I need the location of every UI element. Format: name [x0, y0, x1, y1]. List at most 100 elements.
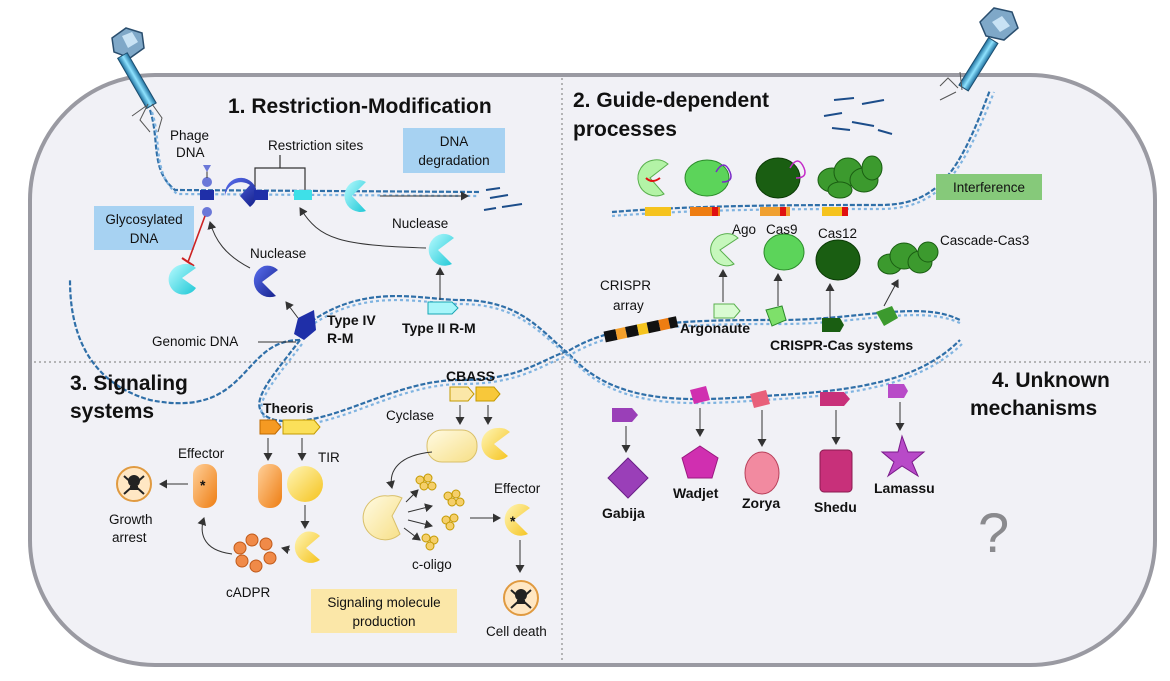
- lamassu-gene: [888, 384, 908, 398]
- dna-degradation-box: [403, 128, 505, 173]
- dna-fragments-icon: [483, 187, 523, 211]
- wadjet-label: Wadjet: [673, 485, 719, 501]
- tir-active-icon: [294, 531, 320, 563]
- smp-line2: production: [352, 614, 415, 629]
- zorya-label: Zorya: [742, 495, 780, 511]
- crispr-array-label-line2: array: [613, 298, 644, 313]
- restriction-site-b: [294, 190, 312, 200]
- cyclase-activation-arrow: [386, 451, 433, 489]
- interference-box: [936, 174, 1042, 200]
- type-iv-gene: [294, 310, 316, 340]
- cbass-effector-active: [504, 503, 530, 536]
- cell-death-label: Cell death: [486, 624, 547, 639]
- question-mark-icon: ?: [978, 501, 1009, 564]
- argonaute-label: Argonaute: [680, 320, 750, 336]
- zorya-gene: [750, 390, 770, 408]
- signaling-molecule-box: [311, 589, 457, 633]
- nuclease-label-b: Nuclease: [392, 216, 448, 231]
- cascade-expression-arrow: [883, 279, 899, 307]
- phage-right-icon: [939, 7, 1019, 101]
- tir-protein: [287, 466, 323, 502]
- type-ii-enzyme-blocked: [168, 263, 196, 295]
- type-ii-label: Type II R-M: [402, 320, 476, 336]
- ago-bound-icon: [637, 159, 669, 197]
- growth-label-line2: arrest: [112, 530, 147, 545]
- inhibition-line: [187, 215, 206, 263]
- cadpr-to-effector-arrow: [197, 517, 233, 555]
- shedu-gene: [820, 392, 850, 406]
- type-ii-to-dna-arrow: [299, 207, 427, 249]
- c-oligo-label: c-oligo: [412, 557, 452, 572]
- smp-line1: Signaling molecule: [327, 595, 440, 610]
- type-iv-label-line1: Type IV: [327, 312, 376, 328]
- cascade-bound-icon: [817, 155, 883, 199]
- cbass-effector-inactive: [481, 427, 510, 460]
- ago-protein-icon: [710, 233, 739, 267]
- ago-label: Ago: [732, 222, 756, 237]
- crispr-cas-label: CRISPR-Cas systems: [770, 337, 913, 353]
- lamassu-label: Lamassu: [874, 480, 935, 496]
- section1-title: 1. Restriction-Modification: [228, 95, 492, 118]
- section3-title-line2: systems: [70, 400, 154, 423]
- section4-title-line2: mechanisms: [970, 397, 1097, 420]
- cascade-gene: [876, 306, 898, 326]
- cas9-protein-icon: [763, 233, 805, 271]
- glycosylated-dna-box: [94, 206, 194, 250]
- effector-label-a: Effector: [178, 446, 225, 461]
- section2-title-line1: 2. Guide-dependent: [573, 89, 769, 112]
- cyclase-label: Cyclase: [386, 408, 434, 423]
- restriction-site-dark: [200, 190, 214, 200]
- effector-b-asterisk: *: [510, 513, 516, 529]
- theoris-gene-b: [282, 419, 321, 435]
- cbass-label: CBASS: [446, 368, 495, 384]
- section2-title-line2: processes: [573, 118, 677, 141]
- effector-a-asterisk: *: [200, 477, 206, 493]
- cas9-label: Cas9: [766, 222, 798, 237]
- argonaute-gene: [713, 303, 741, 319]
- shedu-label: Shedu: [814, 499, 857, 515]
- gabija-label: Gabija: [602, 505, 645, 521]
- cbass-gene-a: [449, 386, 475, 402]
- oligo-arrows: [403, 489, 433, 541]
- effector-protein-a: [258, 464, 282, 508]
- gabija-gene: [612, 408, 638, 422]
- growth-label-line1: Growth: [109, 512, 153, 527]
- cyclase-active-icon: [362, 495, 403, 541]
- crispr-array-icon: [603, 316, 679, 343]
- dna-fragments-icon-2: [823, 97, 893, 135]
- cas9-gene: [765, 305, 787, 327]
- restriction-sites-label: Restriction sites: [268, 138, 364, 153]
- inhibition-bar: [181, 257, 195, 267]
- cadpr-molecule-icon: [233, 533, 277, 573]
- theoris-gene-a: [259, 419, 282, 435]
- type-iv-label-line2: R-M: [327, 330, 353, 346]
- section4-title-line1: 4. Unknown: [992, 369, 1110, 392]
- gabija-protein-icon: [607, 457, 649, 499]
- glycosylated-line1: Glycosylated: [105, 212, 182, 227]
- effector-active-icon: [193, 464, 217, 508]
- genomic-dna-label: Genomic DNA: [152, 334, 238, 349]
- cascade-protein-icon: [877, 241, 939, 275]
- phage-dna-label-line2: DNA: [176, 145, 205, 160]
- interference-label: Interference: [953, 180, 1025, 195]
- wadjet-protein-icon: [681, 445, 719, 479]
- tir-to-cadpr-arrow: [281, 545, 291, 555]
- nuclease-label-a: Nuclease: [250, 246, 306, 261]
- restriction-sites-bracket: [254, 155, 306, 190]
- type-ii-nuclease-icon: [428, 233, 454, 266]
- dna-degradation-line2: degradation: [418, 153, 489, 168]
- theoris-label: Theoris: [263, 400, 314, 416]
- phage-left-icon: [111, 27, 163, 133]
- crispr-targets-on-phage-dna: [645, 207, 848, 216]
- type-iv-to-dna-arrow: [207, 221, 251, 269]
- phage-dna-label-line1: Phage: [170, 128, 209, 143]
- cascade-label: Cascade-Cas3: [940, 233, 1029, 248]
- glycosylated-line2: DNA: [130, 231, 159, 246]
- dna-degradation-line1: DNA: [440, 134, 469, 149]
- type-iv-nuclease-icon: [253, 265, 278, 298]
- cbass-gene-b: [475, 386, 501, 402]
- dna-strands: [68, 89, 996, 427]
- restriction-site-a: [254, 190, 268, 200]
